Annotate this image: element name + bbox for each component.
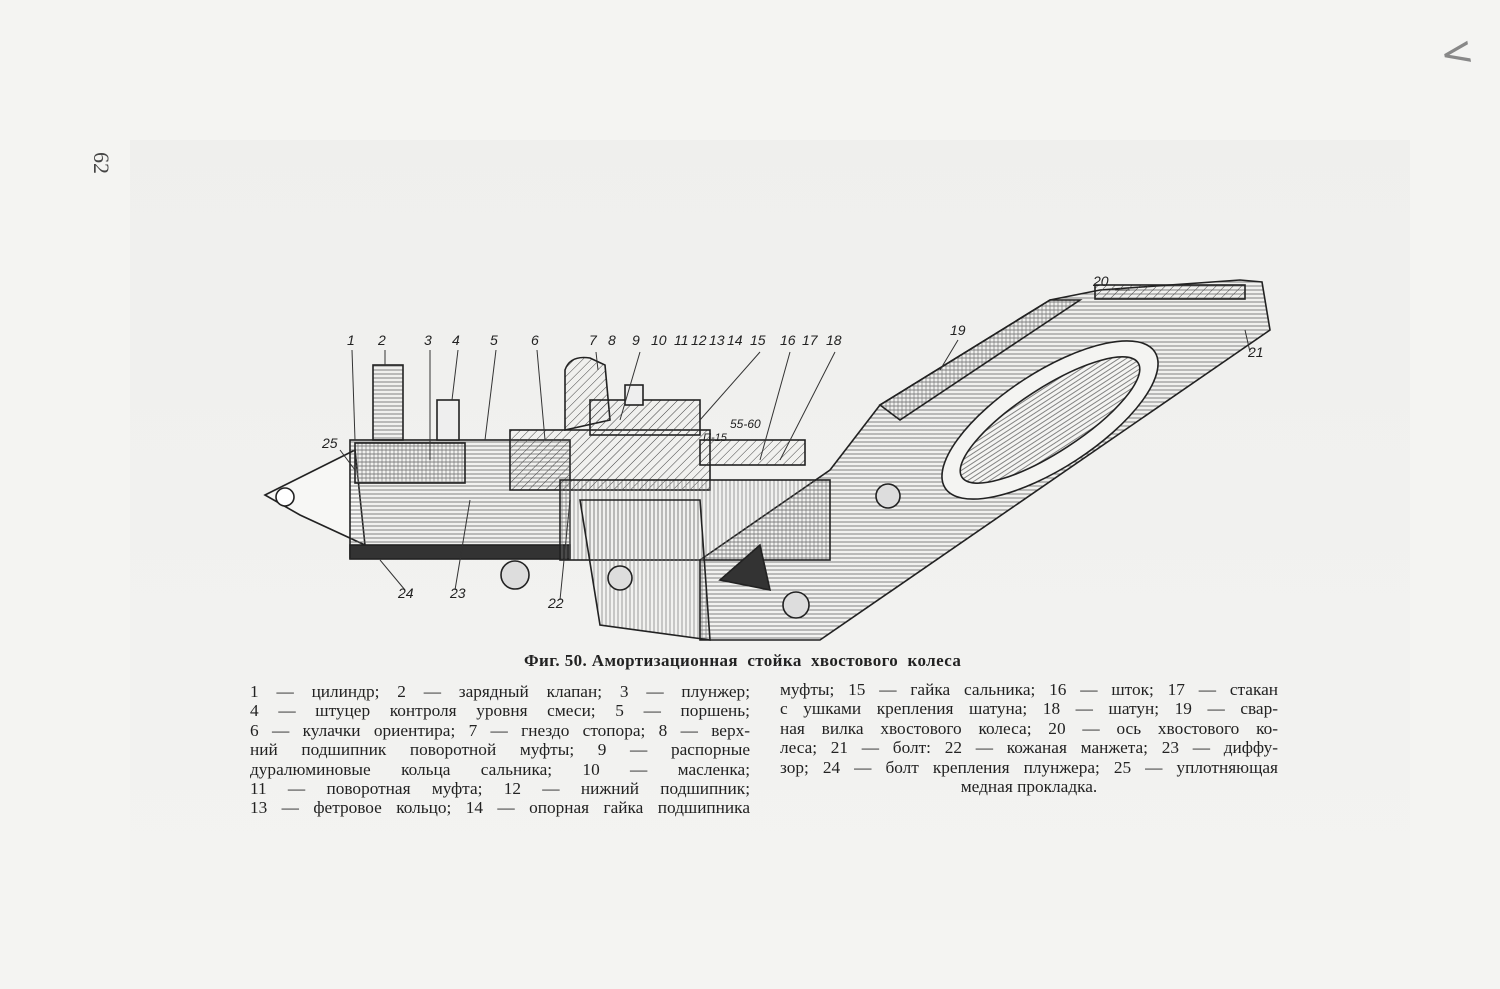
callout-17: 17 bbox=[802, 332, 818, 348]
callout-9: 9 bbox=[632, 332, 640, 348]
callout-13: 13 bbox=[709, 332, 725, 348]
charging-valve bbox=[372, 364, 404, 441]
callout-11: 11 bbox=[674, 332, 689, 348]
callout-14: 14 bbox=[727, 332, 743, 348]
callout-23: 23 bbox=[450, 585, 466, 601]
tail-wheel-fork bbox=[699, 279, 1271, 641]
callout-6: 6 bbox=[531, 332, 539, 348]
callout-21: 21 bbox=[1248, 344, 1264, 360]
legend-right-column: муфты; 15 — гайка сальника; 16 — шток; 1… bbox=[780, 680, 1278, 796]
legend-line: муфты; 15 — гайка сальника; 16 — шток; 1… bbox=[780, 680, 1278, 699]
figure-title: Фиг. 50. Амортизационная стойка хвостово… bbox=[524, 651, 962, 670]
callout-8: 8 bbox=[608, 332, 616, 348]
callout-4: 4 bbox=[452, 332, 460, 348]
callout-12: 12 bbox=[691, 332, 707, 348]
legend-line: с ушками крепления шатуна; 18 — шатун; 1… bbox=[780, 699, 1278, 719]
callout-2: 2 bbox=[378, 332, 386, 348]
callout-7: 7 bbox=[589, 332, 597, 348]
callout-22: 22 bbox=[548, 595, 564, 611]
callout-19: 19 bbox=[950, 322, 966, 338]
callout-25: 25 bbox=[322, 435, 338, 451]
legend-line: леса; 21 — болт: 22 — кожаная манжета; 2… bbox=[780, 738, 1278, 758]
dimension-55-60: 55-60 bbox=[730, 417, 761, 431]
legend-left-column: 1 — цилиндр; 2 — зарядный клапан; 3 — пл… bbox=[250, 682, 750, 818]
leader-lines bbox=[339, 289, 1251, 601]
callout-10: 10 bbox=[651, 332, 667, 348]
legend-line: 4 — штуцер контроля уровня смеси; 5 — по… bbox=[250, 701, 750, 721]
callout-24: 24 bbox=[398, 585, 414, 601]
callout-1: 1 bbox=[347, 332, 355, 348]
legend-line: ная вилка хвостового колеса; 20 — ось хв… bbox=[780, 718, 1278, 738]
legend-line: медная прокладка. bbox=[960, 777, 1098, 797]
legend-line: зор; 24 — болт крепления плунжера; 25 — … bbox=[780, 757, 1278, 777]
callout-15: 15 bbox=[750, 332, 766, 348]
legend-line: ний подшипник поворотной муфты; 9 — расп… bbox=[250, 740, 750, 760]
callout-5: 5 bbox=[490, 332, 498, 348]
legend-line: 6 — кулачки ориентира; 7 — гнездо стопор… bbox=[250, 720, 750, 740]
level-fitting bbox=[436, 399, 460, 441]
legend-line: 1 — цилиндр; 2 — зарядный клапан; 3 — пл… bbox=[250, 682, 750, 701]
callout-3: 3 bbox=[424, 332, 432, 348]
legend-line: дуралюминовые кольца сальника; 10 — масл… bbox=[250, 759, 750, 779]
legend-line: 11 — поворотная муфта; 12 — нижний подши… bbox=[250, 779, 750, 799]
dimension-p-15: П-15 bbox=[703, 432, 727, 444]
legend-line: 13 — фетровое кольцо; 14 — опорная гайка… bbox=[250, 798, 750, 818]
connecting-rod bbox=[579, 499, 711, 641]
callout-18: 18 bbox=[826, 332, 842, 348]
callout-20: 20 bbox=[1093, 273, 1109, 289]
callout-16: 16 bbox=[780, 332, 796, 348]
